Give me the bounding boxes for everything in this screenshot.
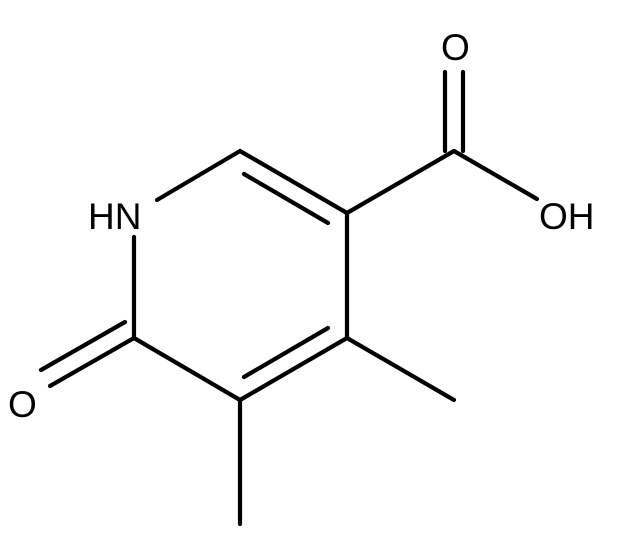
- bond-c6-o-b: [38, 319, 128, 373]
- atom-label-hn: HN: [88, 196, 141, 237]
- bond-c3-cooh: [344, 148, 457, 216]
- bond-n1-c2: [154, 148, 243, 203]
- bond-c4-methyl: [344, 335, 457, 403]
- bond-c4-c5: [237, 335, 350, 403]
- bond-cooh-oh: [451, 148, 540, 202]
- bond-c2-c3: [237, 148, 350, 216]
- atom-label-acid-oh: OH: [539, 196, 595, 237]
- bond-c4-c5-inner: [241, 325, 331, 380]
- bond-c2-c3-inner: [241, 171, 331, 226]
- atom-label-ketone-o: O: [8, 384, 37, 425]
- bond-c5-c6: [131, 335, 243, 403]
- bond-c6-o-a: [47, 335, 137, 389]
- atom-label-acid-o: O: [441, 27, 470, 68]
